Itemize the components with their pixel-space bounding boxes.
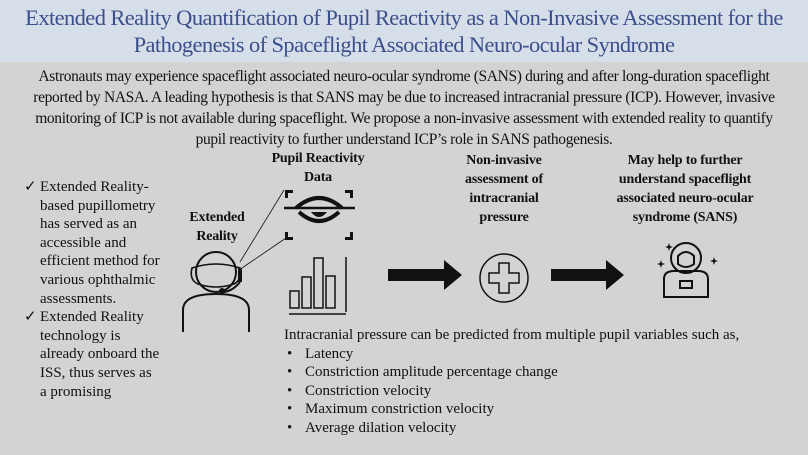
eye-scan-icon — [284, 190, 355, 240]
check-icon: ✓ — [24, 179, 37, 195]
benefits-list: ✓Extended Reality-based pupillometry has… — [24, 178, 160, 401]
variable-item: •Constriction velocity — [287, 382, 432, 399]
benefit-text: Extended Reality technology is already o… — [40, 309, 160, 400]
variable-item: •Maximum constriction velocity — [287, 401, 495, 418]
variable-item: •Latency — [287, 345, 354, 362]
bar-chart-icon — [289, 257, 347, 315]
arrow-icon — [388, 260, 462, 290]
headset-user-icon — [182, 251, 250, 332]
arrow-icon — [551, 260, 624, 290]
intro-line-1: Astronauts may experience spaceflight as… — [38, 68, 770, 85]
astronaut-icon — [657, 242, 718, 298]
benefit-item: ✓Extended Reality technology is already … — [24, 308, 160, 401]
variable-item: •Average dilation velocity — [287, 419, 457, 436]
variable-item: •Constriction amplitude percentage chang… — [287, 364, 558, 381]
intro-line-4: pupil reactivity to further understand I… — [195, 131, 613, 148]
title-banner — [0, 0, 808, 62]
medical-cross-icon — [479, 253, 529, 303]
benefit-text: Extended Reality-based pupillometry has … — [40, 179, 160, 307]
intro-line-3: monitoring of ICP is not available durin… — [35, 110, 773, 127]
title-line-1: Extended Reality Quantification of Pupil… — [25, 5, 783, 30]
intro-line-2: reported by NASA. A leading hypothesis i… — [33, 89, 775, 106]
pupil-variables: Intracranial pressure can be predicted f… — [284, 326, 739, 438]
title-line-2: Pathogenesis of Spaceflight Associated N… — [133, 32, 675, 57]
check-icon: ✓ — [24, 309, 37, 326]
variables-intro: Intracranial pressure can be predicted f… — [284, 327, 740, 343]
connector-lines — [239, 189, 287, 269]
benefit-item: ✓Extended Reality-based pupillometry has… — [24, 178, 160, 308]
